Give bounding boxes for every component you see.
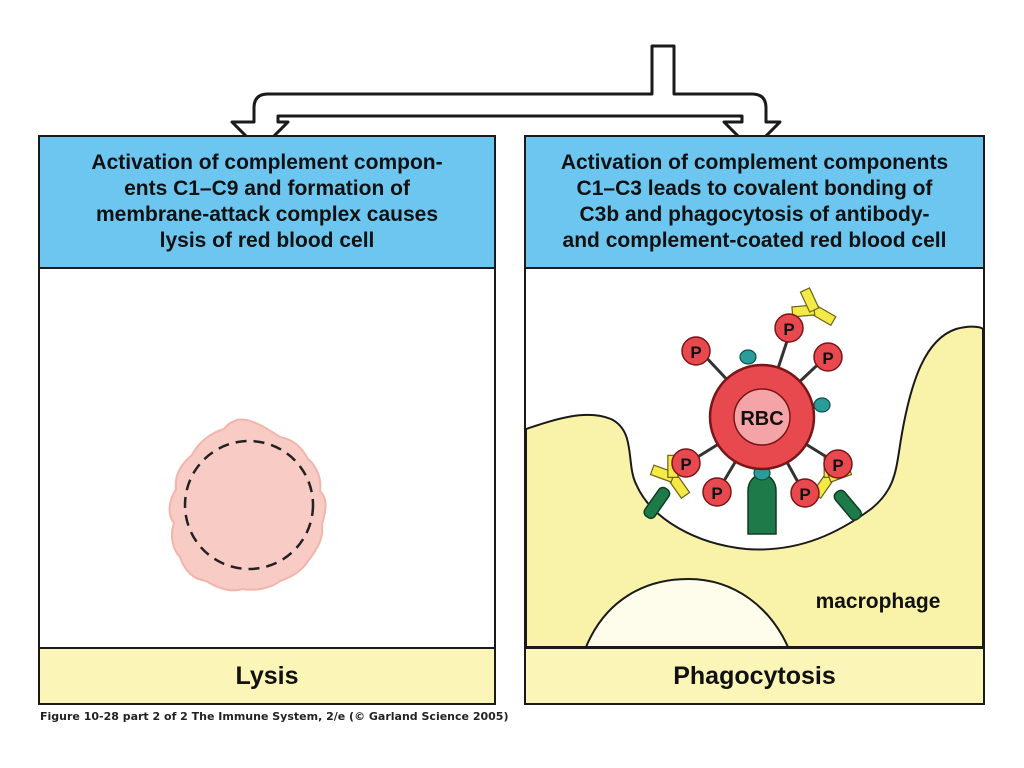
antigen-p-marker [702,477,732,507]
antigen-p-label: P [783,320,794,339]
branching-arrow [230,44,782,152]
lysis-panel-body [40,269,494,647]
c3b-fragment [813,397,831,413]
antigen-p-marker [813,342,843,372]
antigen-p-marker [681,336,711,366]
lysis-label: Lysis [235,661,299,690]
figure-caption: Figure 10-28 part 2 of 2 The Immune Syst… [40,710,509,723]
antibody [791,287,837,327]
fc-receptor [833,489,863,521]
branching-arrow-shape [230,44,782,152]
antigen-p-label: P [799,485,810,504]
phagocytosis-panel: Activation of complement components C1–C… [524,135,985,705]
lysed-cell-illustration [168,418,327,592]
antigen-p-label: P [711,484,722,503]
lysis-header-text: Activation of complement compon- ents C1… [91,150,442,254]
lysed-red-blood-cell [168,418,327,592]
phagocytosis-panel-header: Activation of complement components C1–C… [526,137,983,269]
antigen-p-marker [671,448,701,478]
antigen-p-group: P P P P P P P [671,313,853,508]
antigen-p-marker [823,449,853,479]
c3b-fragment [739,349,757,365]
phagocytosis-panel-body: RBC P P P P P P P [526,269,983,647]
antigen-p-label: P [680,455,691,474]
lysis-header-line: Activation of complement compon- [91,151,443,174]
phagocytosis-header-line: and complement-coated red blood cell [562,229,947,252]
phagocytosis-header-line: Activation of complement components [560,151,949,174]
lysis-panel-footer: Lysis [40,647,494,703]
phagocytosis-header-line: C3b and phagocytosis of antibody- [579,203,930,226]
lysis-header-line: membrane-attack complex causes [96,203,438,226]
macrophage-label: macrophage [816,590,941,613]
antigen-p-label: P [822,349,833,368]
fc-receptor [643,486,671,520]
lysis-header-line: lysis of red blood cell [159,229,375,252]
phagocytosis-panel-footer: Phagocytosis [526,647,983,703]
antigen-p-label: P [832,456,843,475]
antigen-p-marker [774,313,804,343]
phagocytosis-header-line: C1–C3 leads to covalent bonding of [576,177,933,200]
rbc-label: RBC [740,408,783,430]
membrane-outline-dashed [183,439,315,571]
phagocytosis-illustration: RBC P P P P P P P [526,287,983,647]
phagocytosis-label: Phagocytosis [673,661,836,690]
lysis-panel-header: Activation of complement compon- ents C1… [40,137,494,269]
macrophage-nucleus [584,577,790,647]
macrophage-cell [526,325,983,647]
red-blood-cell-center [733,388,791,446]
phagocytosis-header-text: Activation of complement components C1–C… [561,150,948,254]
lysis-header-line: ents C1–C9 and formation of [124,177,410,200]
antigen-p-label: P [690,343,701,362]
lysis-panel: Activation of complement compon- ents C1… [38,135,496,705]
complement-receptor [747,474,777,535]
antigen-p-marker [790,478,820,508]
